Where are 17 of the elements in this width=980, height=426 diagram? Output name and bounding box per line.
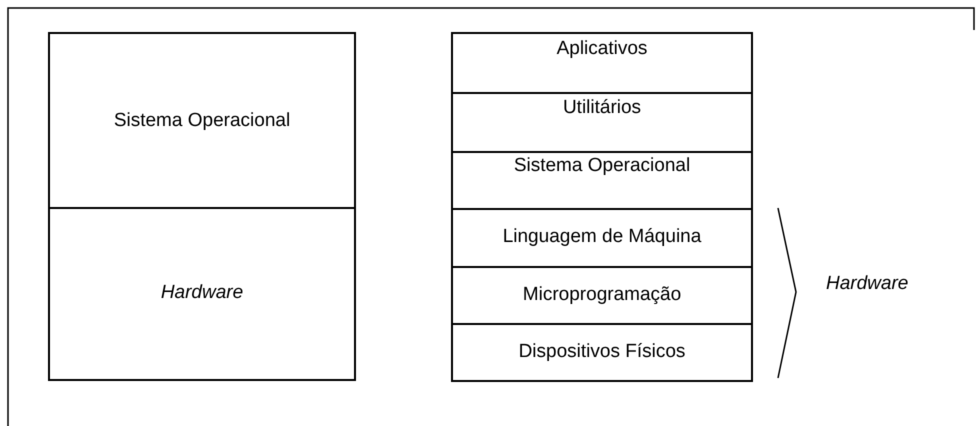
layer-label: Dispositivos Físicos	[518, 340, 686, 362]
layer-box	[48, 207, 356, 381]
layer-label: Microprogramação	[522, 284, 682, 306]
layer-box	[451, 266, 753, 325]
layer-box	[451, 323, 753, 382]
layer-box	[451, 151, 753, 210]
group-label: Hardware	[826, 273, 908, 295]
layer-label: Linguagem de Máquina	[502, 226, 702, 248]
layer-box	[451, 93, 753, 153]
layer-box	[451, 208, 753, 268]
layer-label: Hardware	[160, 282, 244, 304]
layer-box	[48, 32, 356, 209]
layer-box	[451, 32, 753, 94]
layer-label: Utilitários	[562, 97, 642, 119]
layer-label: Sistema Operacional	[114, 110, 290, 132]
layer-label: Sistema Operacional	[514, 154, 690, 176]
layer-label: Aplicativos	[556, 38, 648, 60]
